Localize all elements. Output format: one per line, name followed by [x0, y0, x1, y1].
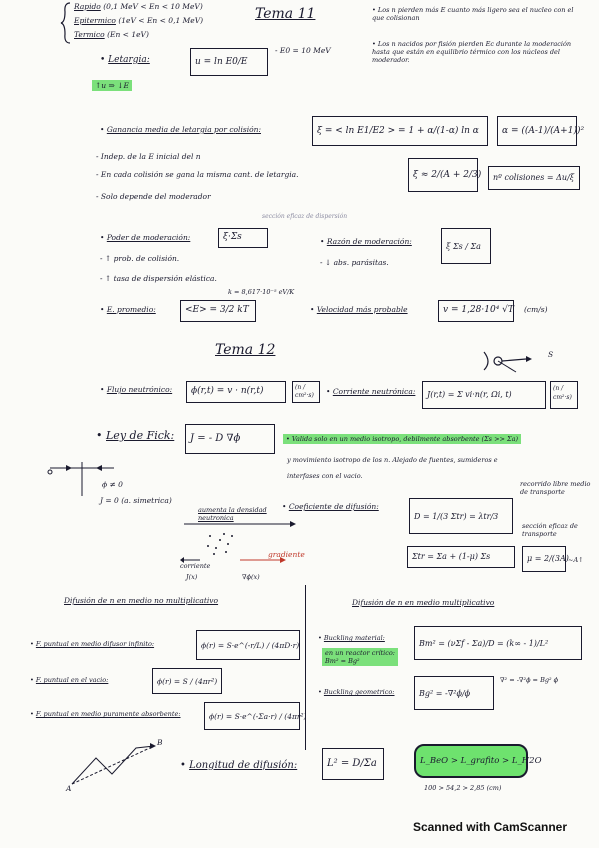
buckling-geo-formula: Bg² = -∇²ϕ/ϕ	[414, 676, 494, 710]
razon-label: • Razón de moderación:	[320, 237, 412, 246]
long-order: L_BeO > L_grafito > L_H2O	[414, 744, 542, 778]
flujo-label: • Flujo neutrónico:	[100, 385, 173, 394]
difusion-left-title: Difusión de n en medio no multiplicativo	[64, 596, 219, 605]
coef-note-1: recorrido libre medio de transporte	[520, 480, 591, 496]
diagram-a-label: A	[66, 784, 72, 793]
razon-formula: ξ Σs / Σa	[441, 228, 491, 264]
j-of-x: J(x)	[186, 573, 198, 581]
current-direction-icon	[483, 351, 532, 373]
corriente-small: corriente	[180, 562, 211, 570]
razon-point: - ↓ abs. parásitas.	[320, 258, 389, 267]
buckling-mat-formula: Bm² = (νΣf - Σa)/D = (k∞ - 1)/L²	[414, 626, 582, 660]
mu-formula: μ = 2/(3A)	[522, 546, 569, 572]
poder-formula: ξ·Σs	[218, 228, 268, 248]
fick-validity: • Valida solo en un medio isotropo, debi…	[283, 434, 522, 444]
alpha-formula: α = ((A-1)/(A+1))²	[497, 116, 584, 146]
xi-approx-formula: ξ ≈ 2/(A + 2/3)	[408, 158, 481, 192]
buckling-mat-note: en un reactor crítico:Bm² = Bg²	[322, 648, 398, 666]
buckling-mat-label: • Buckling material:	[318, 634, 385, 642]
fuente-vacio-label: • F. puntual en el vacio:	[30, 676, 109, 684]
poder-note: sección eficaz de dispersión	[262, 213, 348, 220]
grad-up-note: aumenta la densidad neutronica	[198, 506, 267, 522]
fuente-vacio-formula: ϕ(r) = S / (4πr²)	[152, 668, 222, 694]
scanner-watermark: Scanned with CamScanner	[412, 820, 567, 834]
corriente-label: • Corriente neutrónica:	[326, 387, 416, 396]
ganancia-formula: ξ = < ln E1/E2 > = 1 + α/(1-α) ln α	[312, 116, 488, 146]
poder-label: • Poder de moderación:	[100, 233, 191, 242]
fick-formula: J = - D ∇ϕ	[185, 424, 275, 454]
long-formula: L² = D/Σa	[322, 748, 384, 780]
ncolisiones-formula: nº colisiones = Δu/ξ	[488, 166, 580, 190]
diagram-b-label: B	[157, 738, 163, 747]
ganancia-point-2: - En cada colisión se gana la misma cant…	[96, 170, 299, 179]
letargia-note: - E0 = 10 MeV	[275, 46, 331, 55]
fuente-absorbente-formula: ϕ(r) = S·e^(-Σa·r) / (4πr²)	[204, 702, 306, 730]
coef-label: • Coeficiente de difusión:	[282, 502, 379, 511]
ganancia-point-1: - Indep. de la E inicial del n	[96, 152, 201, 161]
region-termico: Termico (En < 1eV)	[74, 30, 149, 39]
corriente-units: (n / cm²·s)	[550, 381, 578, 409]
region-rapido: Rapido (0,1 MeV < En < 10 MeV)	[74, 2, 203, 11]
v-label: • Velocidad más probable	[310, 305, 408, 314]
region-epitermico: Epitermico (1eV < En < 0,1 MeV)	[74, 16, 204, 25]
e-prom-note: k = 8,617·10⁻⁵ eV/K	[228, 288, 295, 296]
diagram-s-label: S	[548, 350, 554, 359]
path-diagram-icon	[71, 743, 156, 785]
ganancia-point-3: - Solo depende del moderador	[96, 192, 211, 201]
grad-of-x: ∇ϕ(x)	[242, 573, 260, 581]
fick-label: • Ley de Fick:	[96, 429, 175, 442]
mu-note: ~A↑	[568, 556, 584, 564]
fuente-absorbente-label: • F. puntual en medio puramente absorben…	[30, 710, 181, 718]
ganancia-label: • Ganancia media de letargia por colisió…	[100, 125, 261, 134]
coef-formula: D = 1/(3 Σtr) = λtr/3	[409, 498, 513, 534]
fick-validity-3: interfases con el vacio.	[287, 472, 363, 480]
top-note-1: • Los n pierden más E cuanto más ligero …	[372, 6, 574, 22]
corriente-formula: J(r,t) = Σ vi·n(r, Ωi, t)	[422, 381, 546, 409]
letargia-formula: u = ln E0/E	[190, 48, 268, 76]
long-label: • Longitud de difusión:	[180, 760, 298, 771]
difusion-right-title: Difusión de n en medio multiplicativo	[352, 598, 495, 607]
e-prom-formula: <E> = 3/2 kT	[180, 300, 256, 322]
tema11-title: Tema 11	[255, 6, 316, 22]
gradient-arrow-icon	[180, 521, 296, 563]
fick-condition-2: J = 0 (a. simetrica)	[100, 496, 172, 505]
e-prom-label: • E. promedio:	[100, 305, 156, 314]
poder-point-1: - ↑ prob. de colisión.	[100, 254, 180, 263]
tema12-title: Tema 12	[215, 342, 276, 358]
fuente-infinito-label: • F. puntual en medio difusor infinito:	[30, 640, 155, 648]
fuente-infinito-formula: ϕ(r) = S·e^(-r/L) / (4πD·r)	[196, 630, 300, 660]
sigma-tr-formula: Σtr = Σa + (1-μ) Σs	[407, 546, 515, 568]
long-values: 100 > 54,2 > 2,85 (cm)	[424, 784, 502, 792]
letargia-label: • Letargia:	[100, 55, 150, 65]
v-units: (cm/s)	[524, 305, 548, 314]
top-note-2: • Los n nacidos por fisión pierden Ec du…	[372, 40, 572, 64]
fick-diagram-icon	[47, 462, 114, 496]
section-divider	[305, 585, 306, 750]
buckling-geo-note: ∇² = -∇²ϕ = Bg² ϕ	[500, 676, 559, 684]
poder-point-2: - ↑ tasa de dispersión elástica.	[100, 274, 217, 283]
grad-label: gradiente	[268, 550, 305, 559]
letargia-relation: ↑u ⇒ ↓E	[92, 80, 132, 91]
coef-note-2: sección eficaz de transporte	[522, 522, 578, 538]
flujo-formula: ϕ(r,t) = v · n(r,t)	[186, 381, 286, 403]
buckling-geo-label: • Buckling geometrico:	[318, 688, 395, 696]
fick-condition-1: ϕ ≠ 0	[102, 480, 123, 489]
curly-brace-icon	[60, 2, 71, 44]
v-formula: v = 1,28·10⁴ √T	[438, 300, 514, 322]
fick-validity-2: y movimiento isotropo de los n. Alejado …	[287, 456, 498, 464]
flujo-units: (n / cm²·s)	[292, 381, 320, 403]
